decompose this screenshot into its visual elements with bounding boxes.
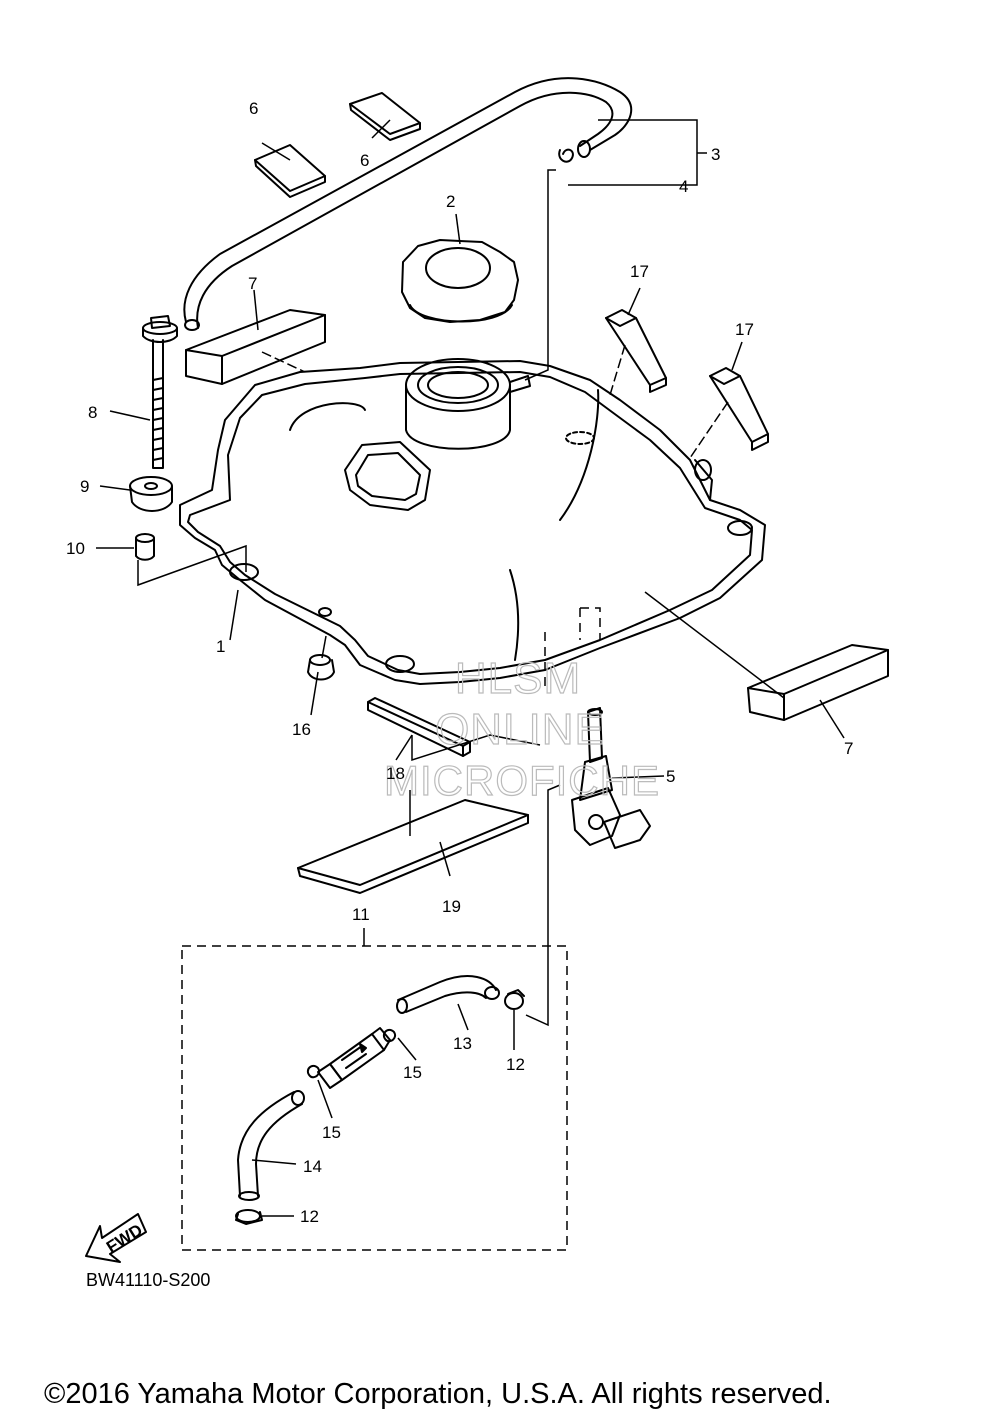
- callout-11: 11: [352, 905, 370, 924]
- callout-9: 9: [80, 477, 89, 496]
- fuel-cock: [571, 707, 651, 849]
- callout-16: 16: [292, 720, 311, 739]
- watermark: HLSM ONLINE MICROFICHE: [383, 653, 660, 804]
- callout-14: 14: [303, 1157, 322, 1176]
- callout-6a: 6: [249, 99, 258, 118]
- clamp-lower: [235, 1209, 263, 1225]
- clamp-upper: [504, 989, 525, 1010]
- fuel-tank: [179, 360, 766, 685]
- callout-15b: 15: [322, 1123, 341, 1142]
- diagram-code: BW41110-S200: [86, 1270, 211, 1290]
- callout-1: 1: [216, 637, 225, 656]
- watermark-line-2: ONLINE: [435, 705, 605, 754]
- clip-lower: [306, 1064, 320, 1079]
- pad-bottom-right: [747, 644, 889, 721]
- collar: [135, 533, 155, 561]
- fwd-label: FWD: [103, 1220, 146, 1257]
- fuel-hose-lower: [237, 1090, 305, 1201]
- watermark-line-3: MICROFICHE: [384, 757, 660, 804]
- callout-3: 3: [711, 145, 720, 164]
- callout-7a: 7: [248, 274, 257, 293]
- damper-pad-left: [254, 144, 326, 198]
- callouts: 1 2 3 4 5 6 6 7 7 8 9 10 11 12 12 13 14 …: [66, 99, 853, 1257]
- breather-hose: [183, 77, 633, 331]
- callout-19: 19: [442, 897, 461, 916]
- dashed-lines: [181, 607, 601, 1251]
- copyright-notice: ©2016 Yamaha Motor Corporation, U.S.A. A…: [44, 1378, 832, 1410]
- grommet: [129, 476, 173, 512]
- callout-5: 5: [666, 767, 675, 786]
- leader-lines: [96, 119, 845, 1217]
- filler-neck: [405, 358, 531, 450]
- callout-18: 18: [386, 764, 405, 783]
- damper-pad-right: [349, 92, 421, 141]
- callout-12a: 12: [506, 1055, 525, 1074]
- callout-10: 10: [66, 539, 85, 558]
- hose-clip: [558, 148, 574, 163]
- callout-8: 8: [88, 403, 97, 422]
- fwd-arrow-icon: [85, 1213, 147, 1263]
- bolt: [142, 315, 178, 469]
- callout-12b: 12: [300, 1207, 319, 1226]
- damper: [307, 654, 335, 681]
- callout-13: 13: [453, 1034, 472, 1053]
- side-pad-a: [605, 309, 667, 393]
- callout-6b: 6: [360, 151, 369, 170]
- fuel-filter: [317, 1027, 391, 1089]
- callout-2: 2: [446, 192, 455, 211]
- kit-boundary: [181, 945, 568, 1251]
- side-pad-b: [709, 367, 769, 451]
- watermark-line-1: HLSM: [455, 654, 581, 703]
- pad-flat: [297, 799, 529, 894]
- fuel-hose-upper: [396, 975, 500, 1014]
- callout-17a: 17: [630, 262, 649, 281]
- callout-7b: 7: [844, 739, 853, 758]
- fuel-cap: [401, 239, 519, 323]
- callout-17b: 17: [735, 320, 754, 339]
- callout-15a: 15: [403, 1063, 422, 1082]
- pad-top-left: [185, 309, 326, 385]
- callout-4: 4: [679, 177, 688, 196]
